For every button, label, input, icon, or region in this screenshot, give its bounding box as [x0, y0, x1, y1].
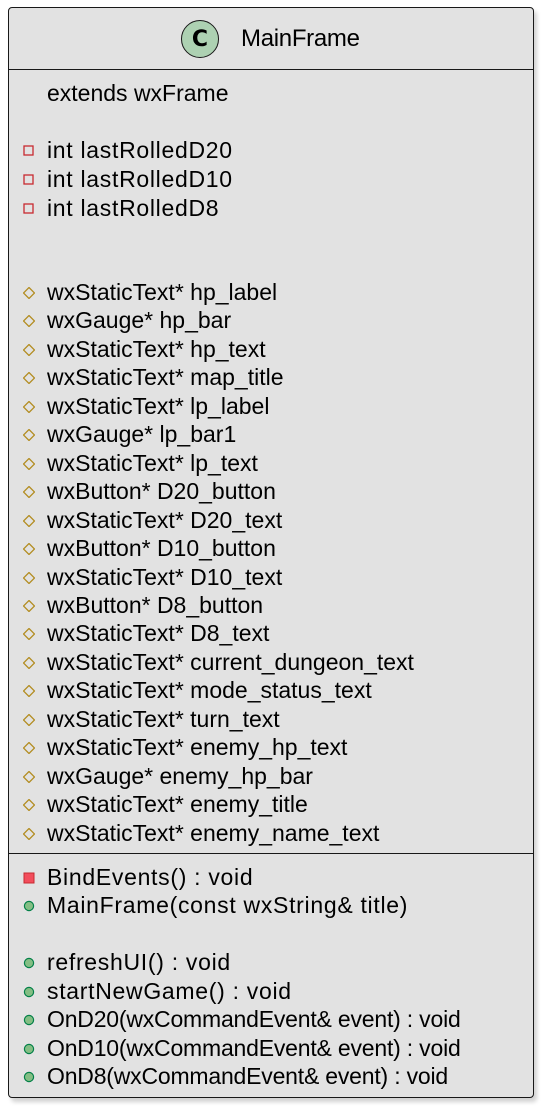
- private-field-icon: [23, 144, 35, 156]
- method-row: OnD10(wxCommandEvent& event) : void: [47, 1034, 461, 1061]
- protected-field-icon: [22, 400, 36, 414]
- method-row: BindEvents() : void: [47, 864, 254, 890]
- protected-field-icon: [22, 485, 36, 499]
- field-row: wxStaticText* turn_text: [47, 705, 280, 732]
- public-method-icon: [23, 956, 35, 969]
- protected-field-icon: [22, 428, 36, 442]
- field-row: wxStaticText* enemy_name_text: [47, 819, 380, 846]
- public-method-icon: [23, 899, 35, 912]
- field-row: wxGauge* lp_bar1: [47, 421, 237, 448]
- protected-field-icon: [22, 713, 36, 727]
- protected-field-icon: [22, 770, 36, 784]
- method-row: refreshUI() : void: [47, 949, 231, 975]
- protected-field-icon: [22, 343, 36, 357]
- public-method-icon: [23, 985, 35, 997]
- field-row: wxStaticText* hp_text: [47, 335, 266, 362]
- protected-field-icon: [22, 798, 36, 812]
- field-row: wxStaticText* D20_text: [47, 506, 283, 533]
- method-row: MainFrame(const wxString& title): [47, 892, 409, 918]
- field-row: wxStaticText* D8_text: [47, 620, 270, 647]
- field-row: wxButton* D8_button: [47, 591, 264, 618]
- protected-field-icon: [22, 599, 36, 613]
- field-row: wxGauge* enemy_hp_bar: [47, 762, 313, 789]
- field-row: int lastRolledD8: [47, 195, 220, 221]
- protected-field-icon: [22, 286, 36, 300]
- private-field-icon: [23, 173, 35, 185]
- protected-field-icon: [22, 457, 36, 471]
- method-row: OnD20(wxCommandEvent& event) : void: [47, 1006, 461, 1032]
- class-stereotype-icon: C: [181, 20, 219, 58]
- field-row: wxStaticText* D10_text: [47, 563, 283, 590]
- field-row: wxStaticText* mode_status_text: [47, 677, 372, 704]
- protected-field-icon: [22, 627, 36, 641]
- header-separator: [9, 69, 533, 70]
- fields-methods-separator: [9, 853, 533, 854]
- method-row: startNewGame() : void: [47, 977, 292, 1004]
- private-field-icon: [23, 202, 35, 214]
- class-name: MainFrame: [241, 25, 360, 52]
- field-row: wxStaticText* hp_label: [47, 279, 278, 305]
- protected-field-icon: [22, 571, 36, 584]
- extends-label: extends wxFrame: [47, 80, 229, 106]
- field-row: wxStaticText* lp_text: [47, 449, 258, 476]
- protected-field-icon: [22, 684, 36, 698]
- public-method-icon: [23, 1013, 35, 1026]
- protected-field-icon: [22, 514, 36, 528]
- protected-field-icon: [22, 741, 36, 755]
- field-row: wxGauge* hp_bar: [47, 307, 232, 334]
- public-method-icon: [23, 1070, 35, 1083]
- protected-field-icon: [22, 542, 36, 556]
- class-header: C MainFrame: [9, 8, 533, 69]
- field-row: wxStaticText* current_dungeon_text: [47, 648, 414, 675]
- protected-field-icon: [22, 656, 36, 670]
- field-row: wxStaticText* lp_label: [47, 392, 270, 419]
- field-row: wxButton* D20_button: [47, 478, 276, 505]
- field-row: wxStaticText* enemy_title: [47, 791, 308, 818]
- field-row: int lastRolledD20: [47, 137, 233, 163]
- protected-field-icon: [22, 314, 36, 328]
- field-row: wxButton* D10_button: [47, 535, 276, 562]
- field-row: wxStaticText* map_title: [47, 364, 284, 391]
- class-mainframe: C MainFrame extends wxFrame int lastRoll…: [8, 7, 534, 1098]
- field-row: wxStaticText* enemy_hp_text: [47, 734, 348, 761]
- public-method-icon: [23, 1042, 35, 1054]
- protected-field-icon: [22, 827, 36, 840]
- method-row: OnD8(wxCommandEvent& event) : void: [47, 1063, 448, 1089]
- private-method-icon: [23, 871, 35, 884]
- protected-field-icon: [22, 371, 36, 385]
- field-row: int lastRolledD10: [47, 166, 233, 192]
